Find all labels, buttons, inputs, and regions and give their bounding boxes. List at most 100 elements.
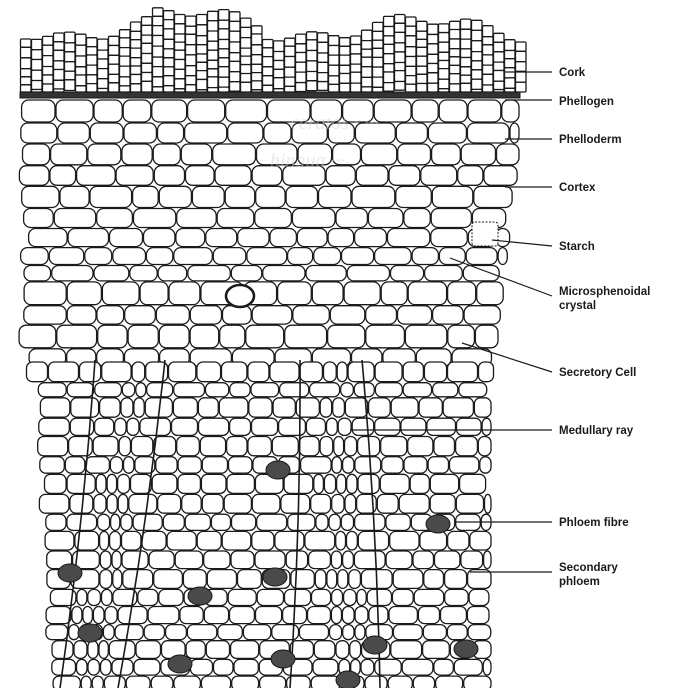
- cork-cell: [516, 71, 527, 82]
- cork-cell: [505, 88, 516, 92]
- medullary-ray-cell: [342, 607, 354, 624]
- cortex-cell: [425, 266, 463, 281]
- medullary-ray-cell: [337, 474, 346, 493]
- cork-cell: [241, 38, 252, 49]
- cork-cell: [494, 62, 505, 70]
- medullary-ray-cell: [347, 474, 357, 493]
- medullary-ray-cell: [349, 570, 361, 589]
- phloem-cell: [199, 418, 229, 435]
- cork-cell: [384, 27, 395, 36]
- phloem-cell: [399, 494, 429, 513]
- phloem-cell: [419, 398, 442, 417]
- cork-cell: [252, 81, 263, 90]
- cortex-cell: [336, 209, 367, 228]
- phelloderm-cell: [181, 144, 211, 165]
- cork-cell: [186, 76, 197, 85]
- cork-cell: [164, 76, 175, 86]
- medullary-ray-cell: [83, 607, 93, 624]
- cork-cell: [318, 73, 329, 82]
- phloem-cell: [206, 641, 229, 659]
- cork-cell: [197, 45, 208, 54]
- cork-cell: [494, 42, 505, 52]
- label-microsphenoidal-crystal: Microsphenoidal crystal: [559, 285, 650, 313]
- phloem-cell: [248, 437, 271, 456]
- phloem-cell: [389, 607, 417, 624]
- phloem-cell: [122, 551, 148, 569]
- phloem-cell: [448, 362, 478, 382]
- cork-cell: [230, 53, 241, 62]
- phelloderm-cell: [122, 144, 152, 165]
- phloem-cell: [391, 641, 422, 659]
- phloem-cell: [391, 398, 418, 417]
- phelloderm-cell: [361, 144, 396, 165]
- phloem-cell: [183, 570, 206, 589]
- phelloderm-cell: [226, 100, 267, 122]
- phelloderm-cell: [90, 123, 123, 143]
- phloem-cell: [218, 625, 243, 640]
- phloem-cell: [257, 589, 283, 605]
- phloem-cell: [403, 362, 423, 382]
- phloem-cell: [46, 607, 71, 624]
- cortex-cell: [433, 306, 464, 324]
- cork-cell: [54, 33, 65, 42]
- phloem-cell: [131, 474, 152, 493]
- cork-cell: [340, 65, 351, 73]
- cortex-cell: [98, 325, 127, 348]
- cortex-cell: [186, 166, 215, 186]
- cortex-cell: [50, 166, 76, 186]
- cork-cell: [395, 63, 406, 71]
- cork-cell: [186, 16, 197, 26]
- cork-cell: [329, 46, 340, 56]
- cork-cell: [439, 52, 450, 60]
- cork-cell: [285, 38, 296, 46]
- cork-cell: [153, 36, 164, 47]
- cortex-cell: [366, 325, 405, 348]
- cortex-cell: [484, 166, 517, 186]
- cork-cell: [483, 26, 494, 37]
- cork-cell: [494, 33, 505, 42]
- medullary-ray-cell: [69, 625, 79, 640]
- medullary-ray-cell: [107, 474, 117, 493]
- phloem-cell: [227, 474, 254, 493]
- phelloderm-cell: [502, 100, 519, 122]
- phloem-fibre-cell: [426, 515, 450, 533]
- medullary-ray-cell: [111, 514, 120, 530]
- phloem-cell: [131, 437, 152, 456]
- phloem-cell: [300, 362, 322, 382]
- phloem-cell: [428, 457, 448, 474]
- phloem-cell: [375, 418, 400, 435]
- cork-cell: [318, 62, 329, 72]
- phloem-cell: [231, 551, 254, 569]
- crystal-cell: [226, 285, 254, 307]
- cork-cell: [175, 50, 186, 59]
- cortex-cell: [432, 186, 473, 207]
- cork-cell: [362, 30, 373, 41]
- cortex-cell: [292, 209, 335, 228]
- cortex-cell: [293, 306, 330, 324]
- cork-cell: [76, 67, 87, 75]
- cork-cell: [208, 41, 219, 50]
- cortex-cell: [286, 186, 317, 207]
- cortex-cell: [85, 248, 112, 265]
- cork-cell: [263, 76, 274, 86]
- medullary-ray-cell: [350, 641, 361, 659]
- cork-cell: [461, 58, 472, 67]
- cortex-cell: [463, 266, 499, 281]
- cork-cell: [109, 83, 120, 92]
- phloem-cell: [80, 362, 101, 382]
- cork-cell: [373, 31, 384, 40]
- cork-cell: [219, 29, 230, 40]
- phloem-cell: [172, 418, 198, 435]
- phloem-cell: [281, 494, 310, 513]
- cortex-cell: [140, 282, 168, 305]
- cork-cell: [307, 72, 318, 81]
- cork-cell: [76, 86, 87, 92]
- medullary-ray-cell: [107, 494, 117, 513]
- phloem-cell: [435, 551, 460, 569]
- cork-cell: [340, 83, 351, 92]
- cork-cell: [439, 79, 450, 89]
- phloem-cell: [204, 607, 228, 624]
- phloem-cell: [93, 437, 118, 456]
- cork-cell: [307, 51, 318, 61]
- cork-cell: [274, 52, 285, 61]
